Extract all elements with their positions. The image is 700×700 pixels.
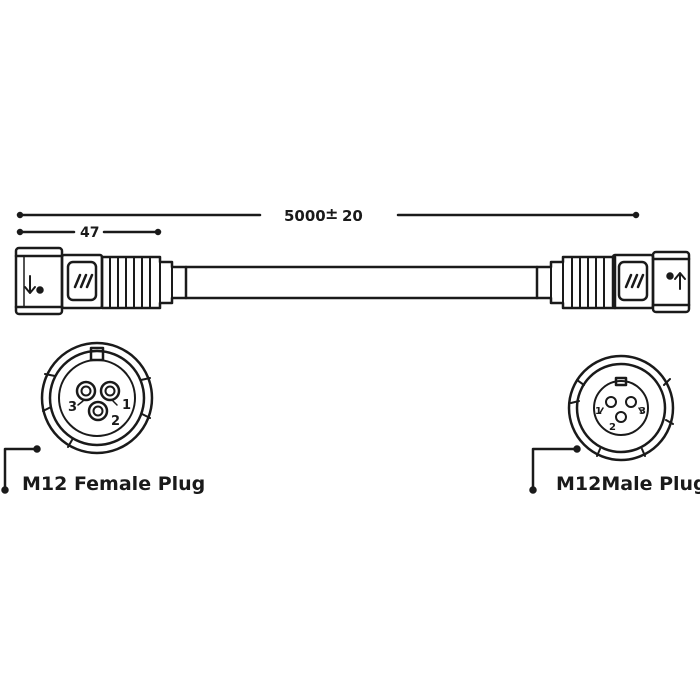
female-connector-side-view <box>14 246 188 316</box>
male-connector-side-view <box>535 250 691 314</box>
tolerance-label: 20 <box>342 207 363 225</box>
male-plug-label: M12Male Plug <box>556 473 700 495</box>
overall-length-label: 5000 <box>284 207 326 225</box>
tolerance-symbol: ± <box>325 204 338 223</box>
male-pin-label: 3 <box>639 406 646 417</box>
female-pin-label: 3 <box>68 400 77 415</box>
female-plug-face-view <box>40 341 154 455</box>
female-leader-line <box>1 445 41 494</box>
female-pin-label: 2 <box>111 414 120 429</box>
head-dimension-line <box>16 228 162 236</box>
male-pin-label: 1 <box>595 406 602 417</box>
female-pin-label: 1 <box>122 398 131 413</box>
female-plug-label: M12 Female Plug <box>22 473 205 495</box>
male-pin-label: 2 <box>609 422 616 433</box>
male-leader-line <box>529 445 581 494</box>
male-plug-face-view <box>567 354 675 462</box>
cable <box>184 265 539 300</box>
overall-dimension-line <box>16 211 640 219</box>
head-length-label: 47 <box>80 225 99 241</box>
